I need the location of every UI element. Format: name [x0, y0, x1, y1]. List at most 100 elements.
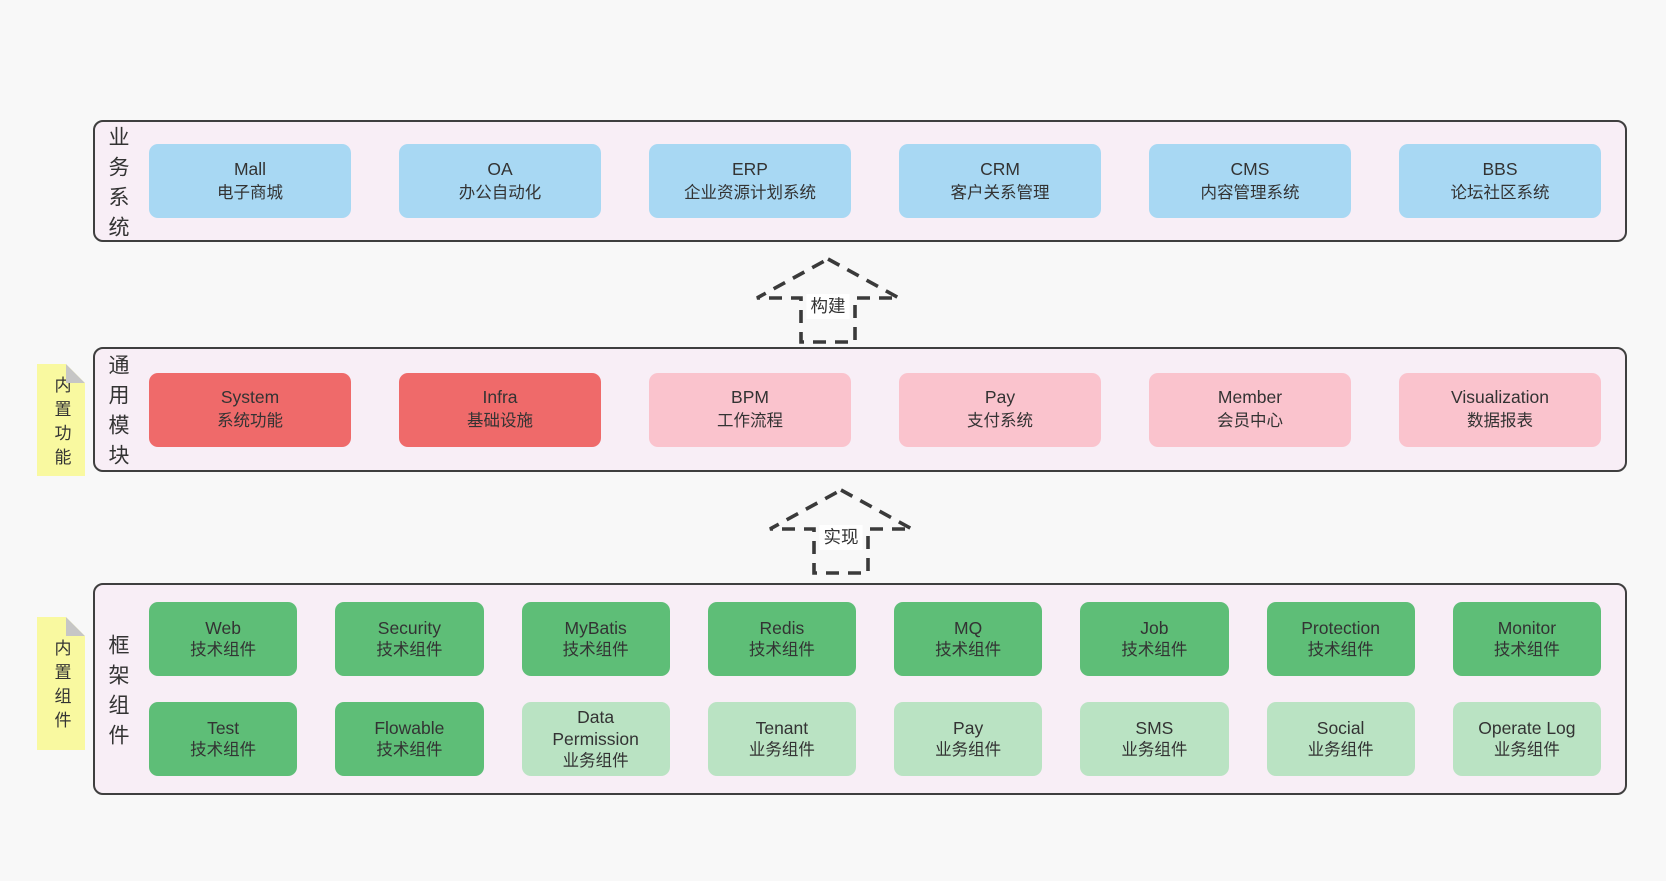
box-subtitle: 业务组件: [935, 740, 1002, 759]
sticky-note-text: 内置组件: [51, 639, 71, 735]
band-modules-label: 通用模块: [106, 354, 129, 474]
dashed-up-arrow-icon: [756, 256, 900, 344]
box-title: Protection: [1301, 617, 1381, 638]
box-subtitle: 技术组件: [190, 740, 257, 759]
box-subtitle: 基础设施: [467, 412, 533, 431]
box-title: Pay: [953, 717, 984, 738]
box-job: Job 技术组件: [1080, 602, 1229, 676]
box-subtitle: 技术组件: [376, 640, 443, 659]
box-title: Pay: [984, 387, 1016, 408]
box-subtitle: 支付系统: [967, 412, 1033, 431]
box-title: Member: [1217, 387, 1283, 408]
box-subtitle: 技术组件: [1493, 640, 1560, 659]
sticky-note-built-in-features: 内置功能: [37, 364, 85, 476]
box-data-permission: Data Permission 业务组件: [521, 702, 670, 776]
box-subtitle: 系统功能: [217, 412, 283, 431]
box-pay: Pay 支付系统: [899, 372, 1101, 447]
box-subtitle: 客户关系管理: [950, 183, 1050, 202]
box-title: ERP: [732, 158, 768, 179]
box-subtitle: 工作流程: [717, 412, 783, 431]
box-mq: MQ 技术组件: [894, 602, 1043, 676]
box-title: Infra: [482, 387, 518, 408]
box-erp: ERP 企业资源计划系统: [649, 144, 851, 218]
box-flowable: Flowable 技术组件: [335, 702, 484, 776]
box-title: Job: [1140, 617, 1169, 638]
box-visualization: Visualization 数据报表: [1399, 372, 1601, 447]
box-title: Web: [205, 617, 241, 638]
dashed-up-arrow-icon: [769, 487, 913, 575]
box-title: OA: [487, 158, 513, 179]
box-title: BPM: [731, 387, 769, 408]
box-subtitle: 技术组件: [935, 640, 1002, 659]
business-boxes: Mall 电子商城 OA 办公自动化 ERP 企业资源计划系统 CRM 客户关系…: [139, 122, 1625, 240]
box-mall: Mall 电子商城: [149, 144, 351, 218]
box-subtitle: 技术组件: [1307, 640, 1374, 659]
note-fold-corner-icon: [66, 364, 85, 383]
box-test: Test 技术组件: [149, 702, 298, 776]
box-protection: Protection 技术组件: [1266, 602, 1415, 676]
box-subtitle: 业务组件: [1307, 740, 1374, 759]
box-title: CMS: [1230, 158, 1270, 179]
box-social: Social 业务组件: [1266, 702, 1415, 776]
box-subtitle: 会员中心: [1217, 412, 1283, 431]
component-row-technical: Web 技术组件 Security 技术组件 MyBatis 技术组件 Redi…: [149, 602, 1601, 676]
box-subtitle: 技术组件: [748, 640, 815, 659]
box-cms: CMS 内容管理系统: [1149, 144, 1351, 218]
arrow-build-label: 构建: [806, 294, 850, 319]
box-crm: CRM 客户关系管理: [899, 144, 1101, 218]
box-mybatis: MyBatis 技术组件: [521, 602, 670, 676]
sticky-note-built-in-components: 内置组件: [37, 617, 85, 750]
box-bbs: BBS 论坛社区系统: [1399, 144, 1601, 218]
box-title: Redis: [759, 617, 805, 638]
band-framework-components: 框架组件 Web 技术组件 Security 技术组件 MyBatis 技术组件…: [93, 583, 1627, 795]
box-subtitle: 业务组件: [1493, 740, 1560, 759]
box-subtitle: 技术组件: [562, 640, 629, 659]
box-subtitle: 电子商城: [217, 183, 283, 202]
box-subtitle: 技术组件: [190, 640, 257, 659]
component-rows: Web 技术组件 Security 技术组件 MyBatis 技术组件 Redi…: [139, 585, 1625, 793]
box-security: Security 技术组件: [335, 602, 484, 676]
box-title: Visualization: [1451, 387, 1549, 408]
box-infra: Infra 基础设施: [399, 372, 601, 447]
box-title: CRM: [980, 158, 1020, 179]
sticky-note-text: 内置功能: [51, 375, 71, 472]
box-member: Member 会员中心: [1149, 372, 1351, 447]
box-title: Security: [377, 617, 441, 638]
box-title: Mall: [233, 158, 267, 179]
box-title: Operate Log: [1478, 717, 1576, 738]
box-subtitle: 业务组件: [562, 752, 629, 771]
box-subtitle: 企业资源计划系统: [684, 183, 816, 202]
module-boxes: System 系统功能 Infra 基础设施 BPM 工作流程 Pay 支付系统…: [139, 349, 1625, 470]
box-subtitle: 业务组件: [1121, 740, 1188, 759]
component-row-business: Test 技术组件 Flowable 技术组件 Data Permission …: [149, 702, 1601, 776]
box-system: System 系统功能: [149, 372, 351, 447]
box-monitor: Monitor 技术组件: [1452, 602, 1601, 676]
box-title: Data Permission: [552, 706, 639, 750]
box-oa: OA 办公自动化: [399, 144, 601, 218]
band-components-label: 框架组件: [106, 633, 129, 754]
box-title: Flowable: [374, 717, 445, 738]
box-web: Web 技术组件: [149, 602, 298, 676]
box-bpm: BPM 工作流程: [649, 372, 851, 447]
box-subtitle: 业务组件: [748, 740, 815, 759]
box-tenant: Tenant 业务组件: [707, 702, 856, 776]
box-title: BBS: [1482, 158, 1518, 179]
box-title: SMS: [1135, 717, 1174, 738]
arrow-implement-label: 实现: [819, 525, 863, 550]
box-subtitle: 论坛社区系统: [1450, 183, 1550, 202]
box-redis: Redis 技术组件: [707, 602, 856, 676]
box-title: Monitor: [1497, 617, 1557, 638]
arrow-build: [753, 254, 903, 346]
arrow-implement: [766, 485, 916, 577]
band-business-systems: 业务系统 Mall 电子商城 OA 办公自动化 ERP 企业资源计划系统 CRM…: [93, 120, 1627, 246]
box-title: Test: [207, 717, 240, 738]
box-sms: SMS 业务组件: [1080, 702, 1229, 776]
box-title: Social: [1316, 717, 1365, 738]
box-operate-log: Operate Log 业务组件: [1452, 702, 1601, 776]
band-business-label: 业务系统: [106, 125, 129, 246]
box-subtitle: 技术组件: [376, 740, 443, 759]
box-subtitle: 技术组件: [1121, 640, 1188, 659]
box-subtitle: 内容管理系统: [1200, 183, 1300, 202]
band-common-modules: 通用模块 System 系统功能 Infra 基础设施 BPM 工作流程 Pay…: [93, 347, 1627, 474]
